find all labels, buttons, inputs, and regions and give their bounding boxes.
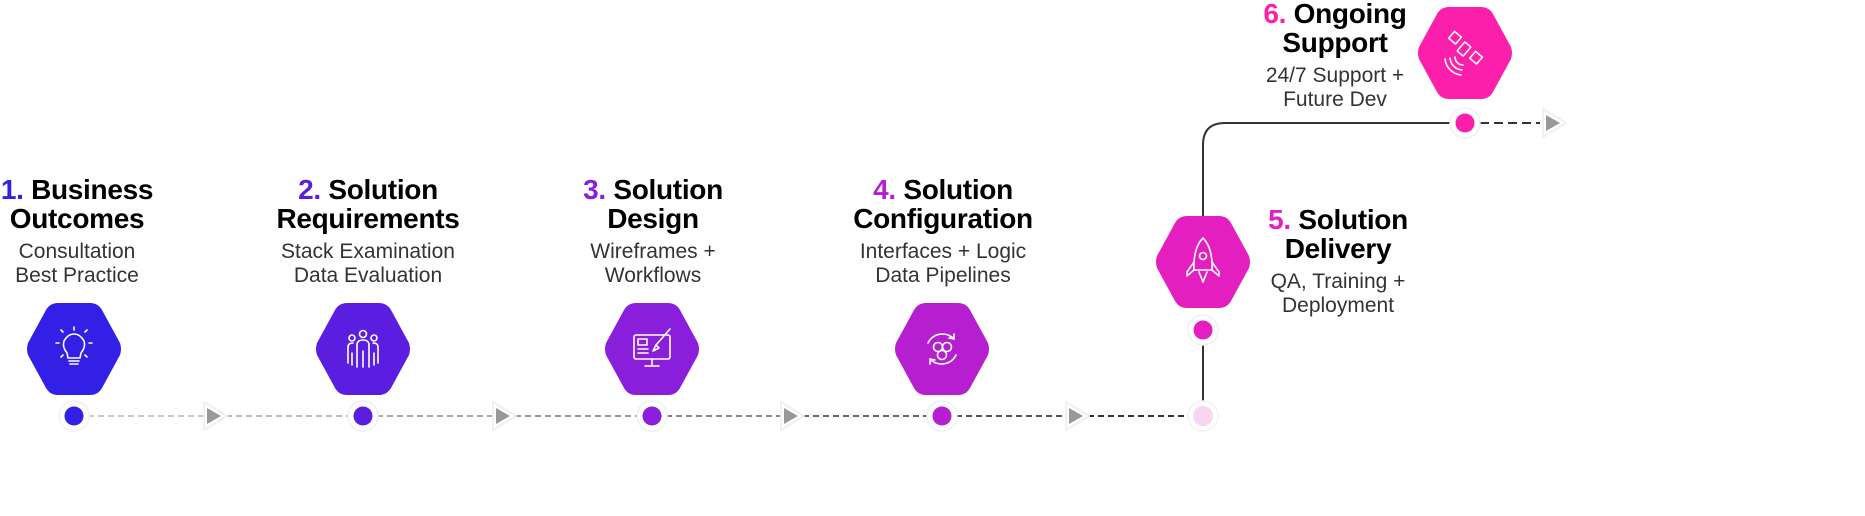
step-desc-line1: 24/7 Support + bbox=[1265, 64, 1405, 87]
rocket-icon bbox=[1186, 237, 1220, 283]
step-title-line1: Solution bbox=[613, 174, 723, 205]
step-6-dot bbox=[1449, 107, 1481, 139]
step-desc-line2: Workflows bbox=[604, 264, 702, 287]
step-desc-line1: Stack Examination bbox=[281, 240, 455, 263]
step-title-line2: Support bbox=[1282, 27, 1388, 58]
step-title-line2: Requirements bbox=[276, 203, 460, 234]
step-title-line2: Outcomes bbox=[9, 203, 145, 234]
monitor-design-icon bbox=[633, 328, 671, 367]
step-title-line1: Ongoing bbox=[1293, 0, 1407, 29]
step-desc-line1: QA, Training + bbox=[1270, 270, 1406, 293]
step-title-line2: Design bbox=[607, 203, 699, 234]
step-title-line1: Solution bbox=[903, 174, 1013, 205]
step-desc-line2: Data Pipelines bbox=[875, 264, 1011, 287]
step-4-dot bbox=[926, 400, 958, 432]
step-1-hex bbox=[26, 303, 122, 395]
step-1-dot bbox=[58, 400, 90, 432]
step-2-dot bbox=[347, 400, 379, 432]
step-desc-line1: Interfaces + Logic bbox=[859, 240, 1027, 263]
step-title-line2: Configuration bbox=[853, 203, 1033, 234]
step-desc-line2: Deployment bbox=[1281, 294, 1395, 317]
step-desc-line1: Consultation bbox=[18, 240, 136, 263]
step-title-line1: Solution bbox=[1298, 204, 1408, 235]
step-description: 24/7 Support +Future Dev bbox=[1205, 64, 1465, 112]
step-3-hex bbox=[604, 303, 700, 395]
step-description: QA, Training +Deployment bbox=[1208, 270, 1468, 318]
step-6-hex bbox=[1417, 7, 1513, 99]
step-5-dot bbox=[1187, 314, 1219, 346]
step-number: 6. bbox=[1263, 0, 1287, 29]
step-2-hex bbox=[315, 303, 411, 395]
step-number: 5. bbox=[1268, 204, 1291, 235]
arrow-icon bbox=[203, 401, 228, 431]
step-number: 2. bbox=[298, 174, 321, 205]
arrow-icon bbox=[1542, 108, 1567, 138]
step-title-line2: Delivery bbox=[1284, 233, 1392, 264]
step-desc-line2: Future Dev bbox=[1283, 88, 1387, 111]
step-title-line1: Solution bbox=[328, 174, 438, 205]
step-4-hex bbox=[894, 303, 990, 395]
lightbulb-icon bbox=[55, 326, 93, 365]
step-desc-line1: Wireframes + bbox=[590, 240, 716, 263]
step-title-line1: Business bbox=[31, 174, 154, 205]
step-number: 4. bbox=[873, 174, 896, 205]
connector-10 bbox=[1202, 122, 1450, 222]
step-description: Wireframes +Workflows bbox=[523, 240, 783, 288]
step-5-hex bbox=[1155, 216, 1251, 308]
delivery-junction-dot bbox=[1187, 400, 1219, 432]
step-desc-line2: Data Evaluation bbox=[293, 264, 443, 287]
cycle-cells-icon bbox=[927, 333, 957, 365]
arrow-icon bbox=[780, 401, 805, 431]
step-desc-line2: Best Practice bbox=[15, 264, 139, 287]
step-number: 3. bbox=[583, 174, 606, 205]
step-3-dot bbox=[636, 400, 668, 432]
arrow-icon bbox=[1065, 401, 1090, 431]
step-number: 1. bbox=[0, 174, 24, 205]
arrow-icon bbox=[492, 401, 517, 431]
team-icon bbox=[347, 329, 379, 368]
satellite-icon bbox=[1444, 30, 1484, 76]
